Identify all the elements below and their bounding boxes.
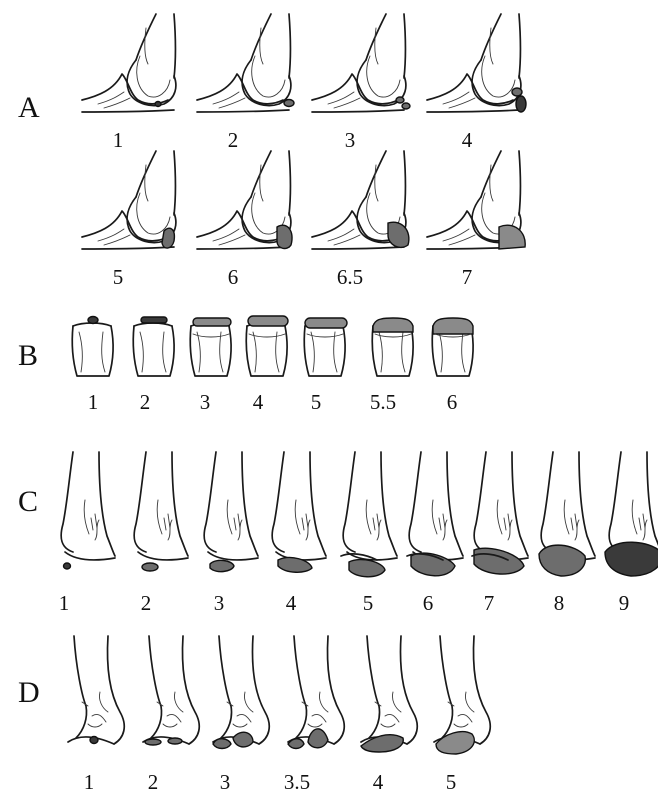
stage-number: 7	[483, 591, 495, 615]
row-label-b: B	[18, 339, 39, 372]
phalanx-stage-drawing	[132, 316, 176, 377]
stage-number: 1	[83, 770, 95, 794]
stage-number: 2	[147, 770, 159, 794]
elbow-stage-drawing	[81, 13, 177, 113]
row-label-d: D	[18, 676, 40, 709]
heel-stage-drawing	[60, 451, 116, 570]
distal-bone-stage-drawing	[142, 635, 201, 746]
stage-number: 4	[372, 770, 384, 794]
row-label-a: A	[18, 91, 40, 124]
stage-number: 6	[446, 390, 458, 414]
phalanx-stage-drawing	[71, 315, 115, 377]
elbow-stage-drawing	[196, 13, 295, 113]
stage-number: 3.5	[283, 770, 311, 794]
stage-number: 6	[422, 591, 434, 615]
elbow-stage-drawing	[196, 150, 293, 250]
heel-stage-drawing	[471, 451, 529, 575]
elbow-stage-drawing	[311, 150, 410, 250]
heel-stage-drawing	[340, 451, 398, 578]
elbow-stage-drawing	[426, 13, 527, 113]
stage-number: 4	[285, 591, 297, 615]
distal-bone-stage-drawing	[67, 635, 126, 745]
stage-number: 2	[227, 128, 239, 152]
heel-stage-drawing	[406, 451, 464, 577]
stage-number: 9	[618, 591, 630, 615]
stage-number: 2	[140, 591, 152, 615]
heel-stage-drawing	[203, 451, 259, 573]
stage-number: 5	[362, 591, 374, 615]
phalanx-stage-drawing	[303, 317, 348, 377]
elbow-stage-drawing	[311, 13, 411, 113]
stage-number: 1	[87, 390, 99, 414]
heel-stage-drawing	[271, 451, 327, 573]
stage-number: 5	[112, 265, 124, 289]
stage-number: 4	[252, 390, 264, 414]
stage-number: 1	[112, 128, 124, 152]
heel-stage-drawing	[538, 451, 596, 577]
stage-number: 3	[199, 390, 211, 414]
phalanx-stage-drawing	[245, 315, 289, 377]
stage-number: 6	[227, 265, 239, 289]
stage-number: 7	[461, 265, 473, 289]
stage-number: 6.5	[336, 265, 364, 289]
phalanx-stage-drawing	[371, 317, 415, 377]
stage-number: 3	[344, 128, 356, 152]
stage-number: 5	[310, 390, 322, 414]
distal-bone-stage-drawing	[360, 635, 419, 753]
stage-number: 3	[213, 591, 225, 615]
row-label-c: C	[18, 485, 39, 518]
phalanx-stage-drawing	[189, 317, 233, 377]
stage-number: 5	[445, 770, 457, 794]
heel-stage-drawing	[133, 451, 189, 572]
stage-number: 3	[219, 770, 231, 794]
phalanx-stage-drawing	[431, 317, 475, 377]
stage-number: 1	[58, 591, 70, 615]
elbow-stage-drawing	[426, 150, 526, 250]
distal-bone-stage-drawing	[287, 635, 346, 750]
stage-number: 4	[461, 128, 473, 152]
heel-stage-drawing	[604, 451, 658, 577]
distal-bone-stage-drawing	[212, 635, 271, 750]
elbow-stage-drawing	[81, 150, 177, 250]
distal-bone-stage-drawing	[433, 635, 492, 755]
stage-number: 8	[553, 591, 565, 615]
stage-number: 5.5	[369, 390, 397, 414]
stage-number: 2	[139, 390, 151, 414]
